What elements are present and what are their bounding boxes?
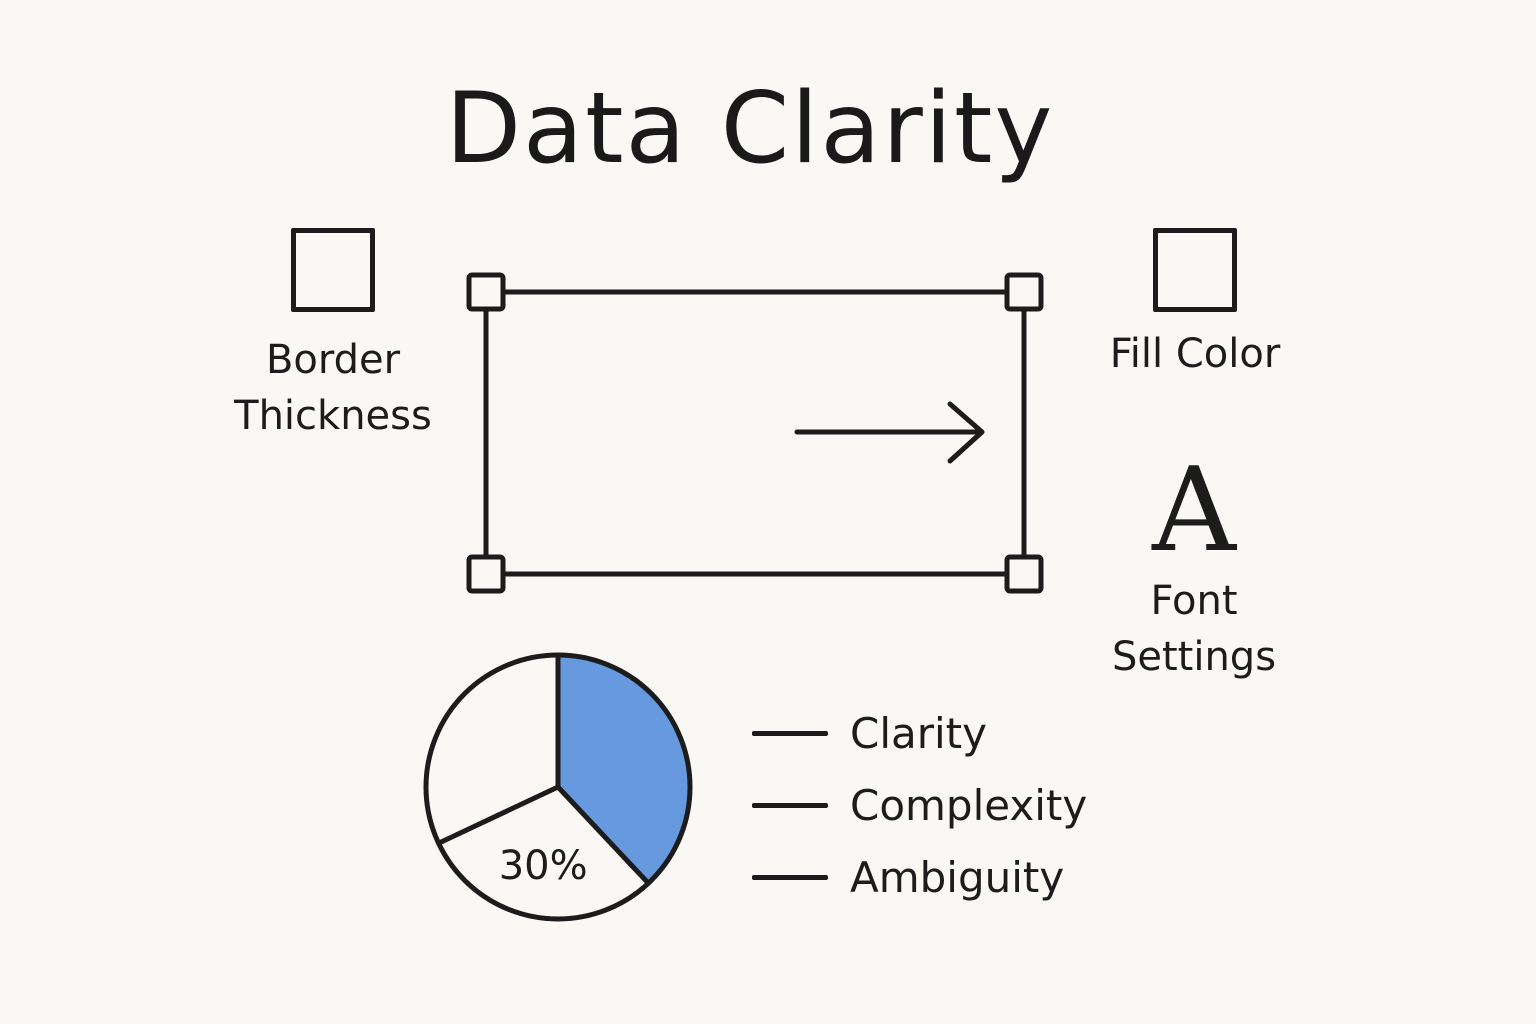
legend-line bbox=[752, 874, 828, 880]
pie-divider bbox=[436, 784, 561, 846]
legend-label: Ambiguity bbox=[850, 852, 1065, 902]
pie-slice bbox=[558, 655, 691, 884]
font-a-icon: A bbox=[1152, 443, 1236, 578]
legend: Clarity Complexity Ambiguity bbox=[752, 697, 1132, 913]
resize-handle-bottom-right[interactable] bbox=[1004, 554, 1044, 594]
border-thickness-tool[interactable]: Border Thickness bbox=[228, 228, 438, 444]
resize-handle-bottom-left[interactable] bbox=[466, 554, 506, 594]
legend-line bbox=[752, 730, 828, 736]
legend-item-ambiguity: Ambiguity bbox=[752, 841, 1132, 913]
border-square-icon bbox=[291, 228, 375, 312]
border-thickness-label: Border Thickness bbox=[234, 337, 432, 439]
pie-divider bbox=[555, 784, 651, 886]
fill-square-icon bbox=[1153, 228, 1237, 312]
legend-item-clarity: Clarity bbox=[752, 697, 1132, 769]
legend-item-complexity: Complexity bbox=[752, 769, 1132, 841]
font-settings-tool[interactable]: A Font Settings bbox=[1096, 443, 1292, 685]
resize-handle-top-left[interactable] bbox=[466, 272, 506, 312]
legend-label: Complexity bbox=[850, 780, 1088, 830]
page-title: Data Clarity bbox=[445, 72, 1055, 186]
resize-handle-top-right[interactable] bbox=[1004, 272, 1044, 312]
selection-frame[interactable] bbox=[483, 289, 1027, 577]
fill-color-tool[interactable]: Fill Color bbox=[1092, 228, 1298, 382]
font-settings-label: Font Settings bbox=[1111, 578, 1277, 680]
arrow-right-icon bbox=[794, 401, 985, 464]
legend-line bbox=[752, 802, 828, 808]
pie-slice-label: 30% bbox=[499, 843, 588, 889]
legend-label: Clarity bbox=[850, 708, 987, 758]
pie-chart: 30% bbox=[423, 652, 693, 922]
fill-color-label: Fill Color bbox=[1109, 331, 1281, 377]
pie-outline bbox=[423, 652, 693, 922]
